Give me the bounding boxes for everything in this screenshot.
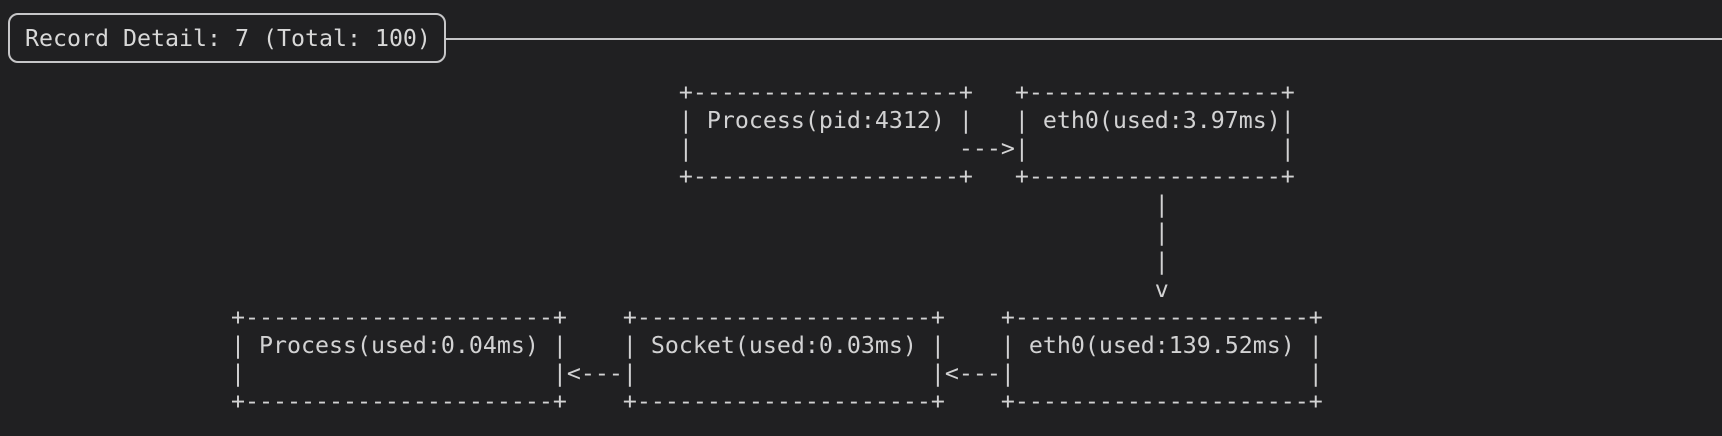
pane-title-tab: Record Detail: 7 (Total: 100) [8, 13, 446, 63]
pane-title: Record Detail: 7 (Total: 100) [25, 24, 431, 52]
ascii-flow-diagram: +-------------------+ +-----------------… [230, 79, 1323, 416]
pane-top-border [440, 38, 1722, 40]
